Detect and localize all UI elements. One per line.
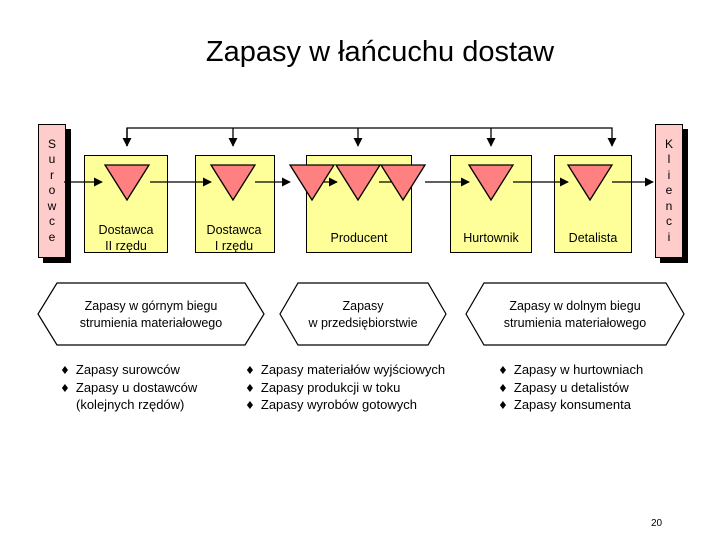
inventory-triangle [379, 164, 427, 202]
bullet-icon: ♦ [498, 364, 508, 377]
list-item-text: Zapasy wyrobów gotowych [260, 397, 417, 412]
suppliers-letter: w [47, 198, 57, 213]
clients-letter: l [667, 152, 671, 167]
segment-line: Zapasy [342, 299, 384, 313]
company-segment: Zapasy w przedsiębiorstwie [280, 298, 446, 332]
list-item-text: Zapasy u detalistów [513, 379, 629, 395]
suppliers-letter: S [47, 136, 56, 151]
segment-line: w przedsiębiorstwie [308, 316, 418, 330]
list-item-text: Zapasy w hurtowniach [513, 362, 644, 377]
clients-letter: e [665, 183, 673, 198]
inventory-triangle [288, 164, 336, 202]
segment-line: strumienia materiałowego [503, 316, 647, 330]
company-segment-shape [279, 282, 447, 346]
suppliers-letter: o [48, 183, 56, 198]
segment-line: Zapasy w górnym biegu [84, 299, 218, 313]
inventory-triangle [209, 164, 257, 202]
suppliers-letter: c [49, 214, 55, 229]
tier2-label-line: Dostawca [98, 223, 154, 237]
list-item: (kolejnych rzędów) [60, 397, 197, 414]
list-item-text: Zapasy konsumenta [513, 397, 631, 412]
segment-line: strumienia materiałowego [79, 316, 223, 330]
page-title: Zapasy w łańcuchu dostaw [205, 36, 555, 68]
suppliers-letter: r [50, 167, 54, 182]
tier1-supplier-label: Dostawca I rzędu [192, 222, 276, 254]
list-item-text: (kolejnych rzędów) [76, 397, 185, 412]
list-item-text: Zapasy produkcji w toku [260, 379, 401, 395]
retailer-label: Detalista [568, 231, 618, 245]
inventory-triangle [103, 164, 151, 202]
bullet-icon: ♦ [498, 381, 508, 395]
bullet-icon: ♦ [245, 381, 255, 395]
clients-letter: i [667, 229, 671, 244]
tier2-label-line: II rzędu [105, 239, 147, 253]
downstream-segment: Zapasy w dolnym biegu strumienia materia… [466, 298, 684, 332]
inventory-triangle [566, 164, 614, 202]
suppliers-box: S u r o w c e [38, 124, 66, 258]
tier2-supplier-label: Dostawca II rzędu [84, 222, 168, 254]
clients-letter: K [664, 136, 673, 151]
tier1-label-line: I rzędu [214, 239, 254, 253]
suppliers-letter: e [48, 229, 56, 244]
list-item: ♦ Zapasy materiałów wyjściowych [245, 362, 445, 380]
upstream-segment: Zapasy w górnym biegu strumienia materia… [38, 298, 264, 332]
list-item: ♦ Zapasy konsumenta [498, 397, 643, 415]
inventory-triangle [334, 164, 382, 202]
segment-line: Zapasy w dolnym biegu [509, 299, 641, 313]
list-item: ♦ Zapasy surowców [60, 362, 197, 380]
clients-box: K l i e n c i [655, 124, 683, 258]
bullet-icon: ♦ [60, 381, 70, 395]
clients-letter: i [667, 167, 671, 182]
list-item-text: Zapasy surowców [75, 362, 180, 377]
downstream-list: ♦ Zapasy w hurtowniach ♦ Zapasy u detalist… [498, 362, 643, 415]
company-list: ♦ Zapasy materiałów wyjściowych ♦ Zapasy p… [245, 362, 445, 415]
upstream-list: ♦ Zapasy surowców ♦ Zapasy u dostawców (ko… [60, 362, 197, 414]
list-item: ♦ Zapasy wyrobów gotowych [245, 397, 445, 415]
bullet-icon: ♦ [245, 364, 255, 377]
list-item: ♦ Zapasy u detalistów [498, 380, 643, 398]
list-item: ♦ Zapasy w hurtowniach [498, 362, 643, 380]
bullet-icon: ♦ [60, 364, 70, 377]
bullet-icon: ♦ [498, 399, 508, 412]
bullet-icon: ♦ [245, 399, 255, 412]
list-item-text: Zapasy materiałów wyjściowych [260, 362, 446, 377]
list-item-text: Zapasy u dostawców [75, 379, 198, 395]
top-connector [126, 127, 617, 147]
producer-label: Producent [330, 231, 388, 245]
tier1-label-line: Dostawca [206, 223, 262, 237]
downstream-segment-shape [465, 282, 685, 346]
clients-letter: c [666, 214, 672, 229]
list-item: ♦ Zapasy produkcji w toku [245, 380, 445, 398]
upstream-segment-shape [37, 282, 265, 346]
wholesaler-label: Hurtownik [463, 231, 519, 245]
page-number: 20 [651, 518, 663, 529]
list-item: ♦ Zapasy u dostawców [60, 380, 197, 398]
inventory-triangle [467, 164, 515, 202]
suppliers-letter: u [48, 152, 56, 167]
clients-letter: n [665, 198, 673, 213]
